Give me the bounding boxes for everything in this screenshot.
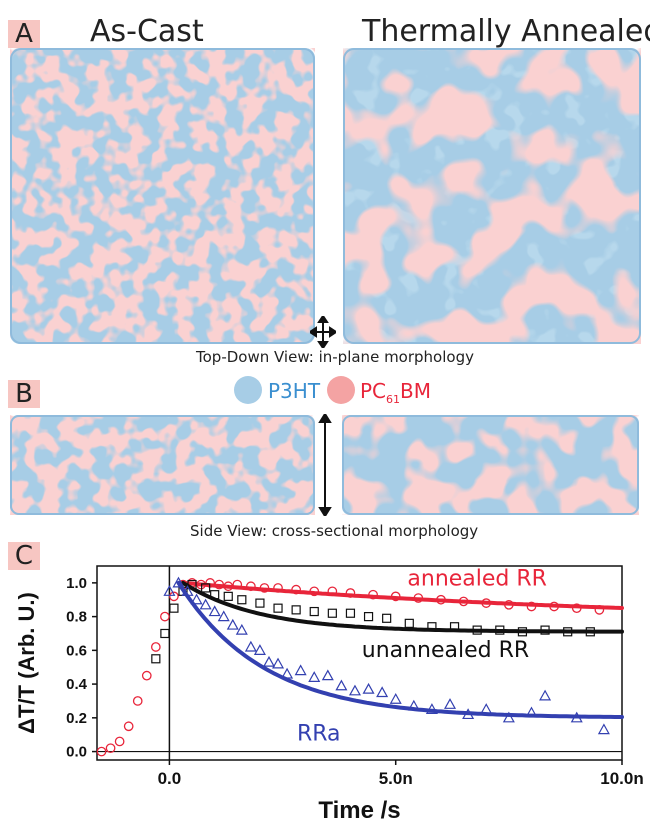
side-view-caption: Side View: cross-sectional morphology [190, 522, 479, 540]
unannealed-rr-point [223, 591, 233, 601]
pcbm-legend-label: PC61BM [360, 379, 431, 406]
unannealed-rr-point [363, 612, 374, 622]
rra-point [262, 655, 276, 667]
as-cast-side-morphology [10, 415, 315, 515]
y-axis-label: ΔT/T (Arb. U.) [14, 592, 39, 734]
y-tick-label: 1.0 [66, 575, 87, 592]
y-tick-label: 0.8 [66, 609, 87, 626]
rra-point [172, 576, 185, 588]
rra-label: RRa [297, 722, 341, 747]
as-cast-title: As-Cast [90, 14, 204, 49]
rra-point [502, 711, 515, 723]
y-tick-label: 0.0 [66, 744, 87, 761]
rra-point [208, 605, 221, 617]
rra-point [226, 618, 239, 630]
rra-point [294, 664, 307, 676]
panel-b-label: B [8, 379, 40, 409]
x-axis-label: Time /s [318, 797, 400, 824]
annealed-rr-point [150, 642, 161, 652]
unannealed-rr-point [291, 605, 301, 615]
rra-point [376, 686, 389, 698]
rra-point [443, 698, 457, 709]
unannealed-rr-fit-line [181, 580, 624, 634]
rra-point [244, 640, 257, 652]
y-tick-label: 0.6 [66, 642, 87, 659]
unannealed-rr-point [382, 613, 392, 623]
rra-point [253, 644, 266, 655]
annealed-rr-point [105, 743, 116, 754]
unannealed-rr-label: unannealed RR [362, 638, 529, 663]
unannealed-rr-point [273, 603, 283, 613]
annealed-rr-point [160, 611, 170, 622]
annealed-rr-point [114, 736, 125, 747]
rra-point [199, 598, 212, 610]
rra-point [539, 689, 552, 701]
unannealed-rr-point [309, 606, 319, 617]
unannealed-rr-point [237, 595, 247, 605]
annealed-rr-label: annealed RR [407, 566, 547, 591]
pcbm-prefix: PC [360, 379, 387, 403]
y-tick-label: 0.4 [66, 676, 88, 693]
y-tick-label: 0.2 [66, 710, 87, 727]
annealed-rr-point [132, 696, 143, 706]
rra-point [190, 593, 203, 605]
annealed-rr-point [123, 721, 134, 732]
annealed-rr-point [141, 670, 152, 681]
annealed-top-morphology [343, 48, 641, 344]
rra-point [272, 657, 285, 669]
unannealed-rr-point [151, 654, 161, 664]
x-tick-label: 5.0n [379, 769, 413, 788]
unannealed-rr-point [404, 618, 414, 628]
x-tick-label: 10.0n [600, 769, 643, 788]
annealed-rr-fit-line [181, 580, 624, 610]
unannealed-rr-point [255, 598, 265, 608]
as-cast-top-morphology [10, 48, 315, 344]
rra-point [308, 671, 321, 682]
x-tick-label: 0.0 [158, 769, 182, 788]
rra-point [362, 682, 375, 694]
top-down-caption: Top-Down View: in-plane morphology [196, 348, 474, 366]
annealed-rr-point [169, 591, 179, 602]
vertical-arrow-icon [318, 414, 332, 516]
rra-point [321, 669, 334, 681]
pcbm-legend-swatch [327, 376, 355, 404]
rra-point [335, 679, 348, 691]
pcbm-subscript: 61 [386, 393, 401, 406]
p3ht-legend-swatch [234, 376, 262, 404]
rra-point [348, 684, 361, 696]
rra-point [389, 693, 402, 704]
unannealed-rr-point [345, 608, 356, 618]
unannealed-rr-point [327, 608, 337, 618]
rra-fit-line [176, 580, 624, 719]
rra-point [235, 623, 248, 635]
p3ht-legend-label: P3HT [268, 379, 321, 403]
annealed-side-morphology [342, 415, 639, 515]
unannealed-rr-point [169, 603, 179, 613]
rra-point [163, 585, 176, 596]
plot-frame [96, 565, 623, 761]
rra-point [217, 610, 230, 622]
unannealed-rr-point [160, 628, 170, 639]
annealed-rr-point [96, 746, 107, 757]
in-plane-arrows-icon [310, 316, 336, 348]
panel-a-label: A [8, 19, 40, 49]
thermally-annealed-title: Thermally Annealed [362, 14, 650, 49]
panel-c-label: C [8, 541, 40, 571]
unannealed-rr-point [201, 583, 211, 593]
pcbm-suffix: BM [400, 379, 432, 403]
rra-point [597, 723, 610, 735]
